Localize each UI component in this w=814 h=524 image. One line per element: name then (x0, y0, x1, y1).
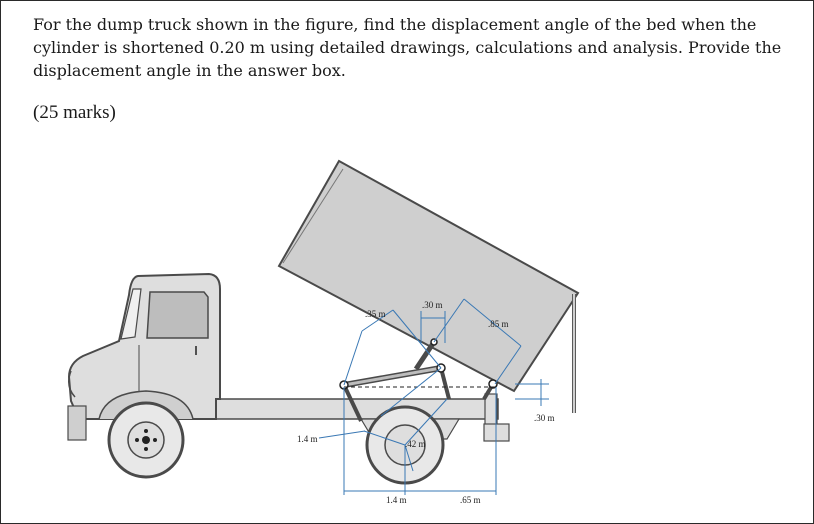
dim-label-65: .65 m (460, 495, 481, 505)
pivot-d (488, 379, 498, 389)
marks-label: (25 marks) (33, 102, 116, 123)
dim-label-14-left: 1.4 m (297, 434, 318, 444)
dim-label-42: .42 m (405, 439, 426, 449)
front-axle (142, 436, 150, 444)
front-lug-2 (144, 447, 148, 451)
dim-label-35: .35 m (365, 309, 386, 319)
bed-inner-edge (282, 168, 344, 264)
dim-label-30-top: .30 m (422, 300, 443, 310)
dim-label-14-bottom: 1.4 m (386, 495, 407, 505)
rear-hanger (484, 393, 498, 428)
question-text: For the dump truck shown in the figure, … (33, 15, 782, 80)
front-grille (68, 370, 76, 398)
truck-bed (277, 159, 580, 393)
dimension-lines (318, 298, 549, 495)
windshield (120, 288, 142, 340)
cab-window (146, 291, 209, 339)
lower-link-left (342, 384, 363, 422)
front-lug-3 (135, 438, 139, 442)
upper-link (413, 340, 437, 371)
dim-label-30-right: .30 m (534, 413, 555, 423)
front-bumper (67, 405, 87, 441)
dim-label-85: .85 m (488, 319, 509, 329)
front-lug-1 (144, 429, 148, 433)
dump-truck-figure: .35 m .30 m .85 m .30 m .42 m 1.4 m 1.4 … (67, 159, 580, 505)
cylinder-rod (343, 366, 442, 387)
front-lug-4 (153, 438, 157, 442)
lower-link-right (439, 367, 451, 400)
